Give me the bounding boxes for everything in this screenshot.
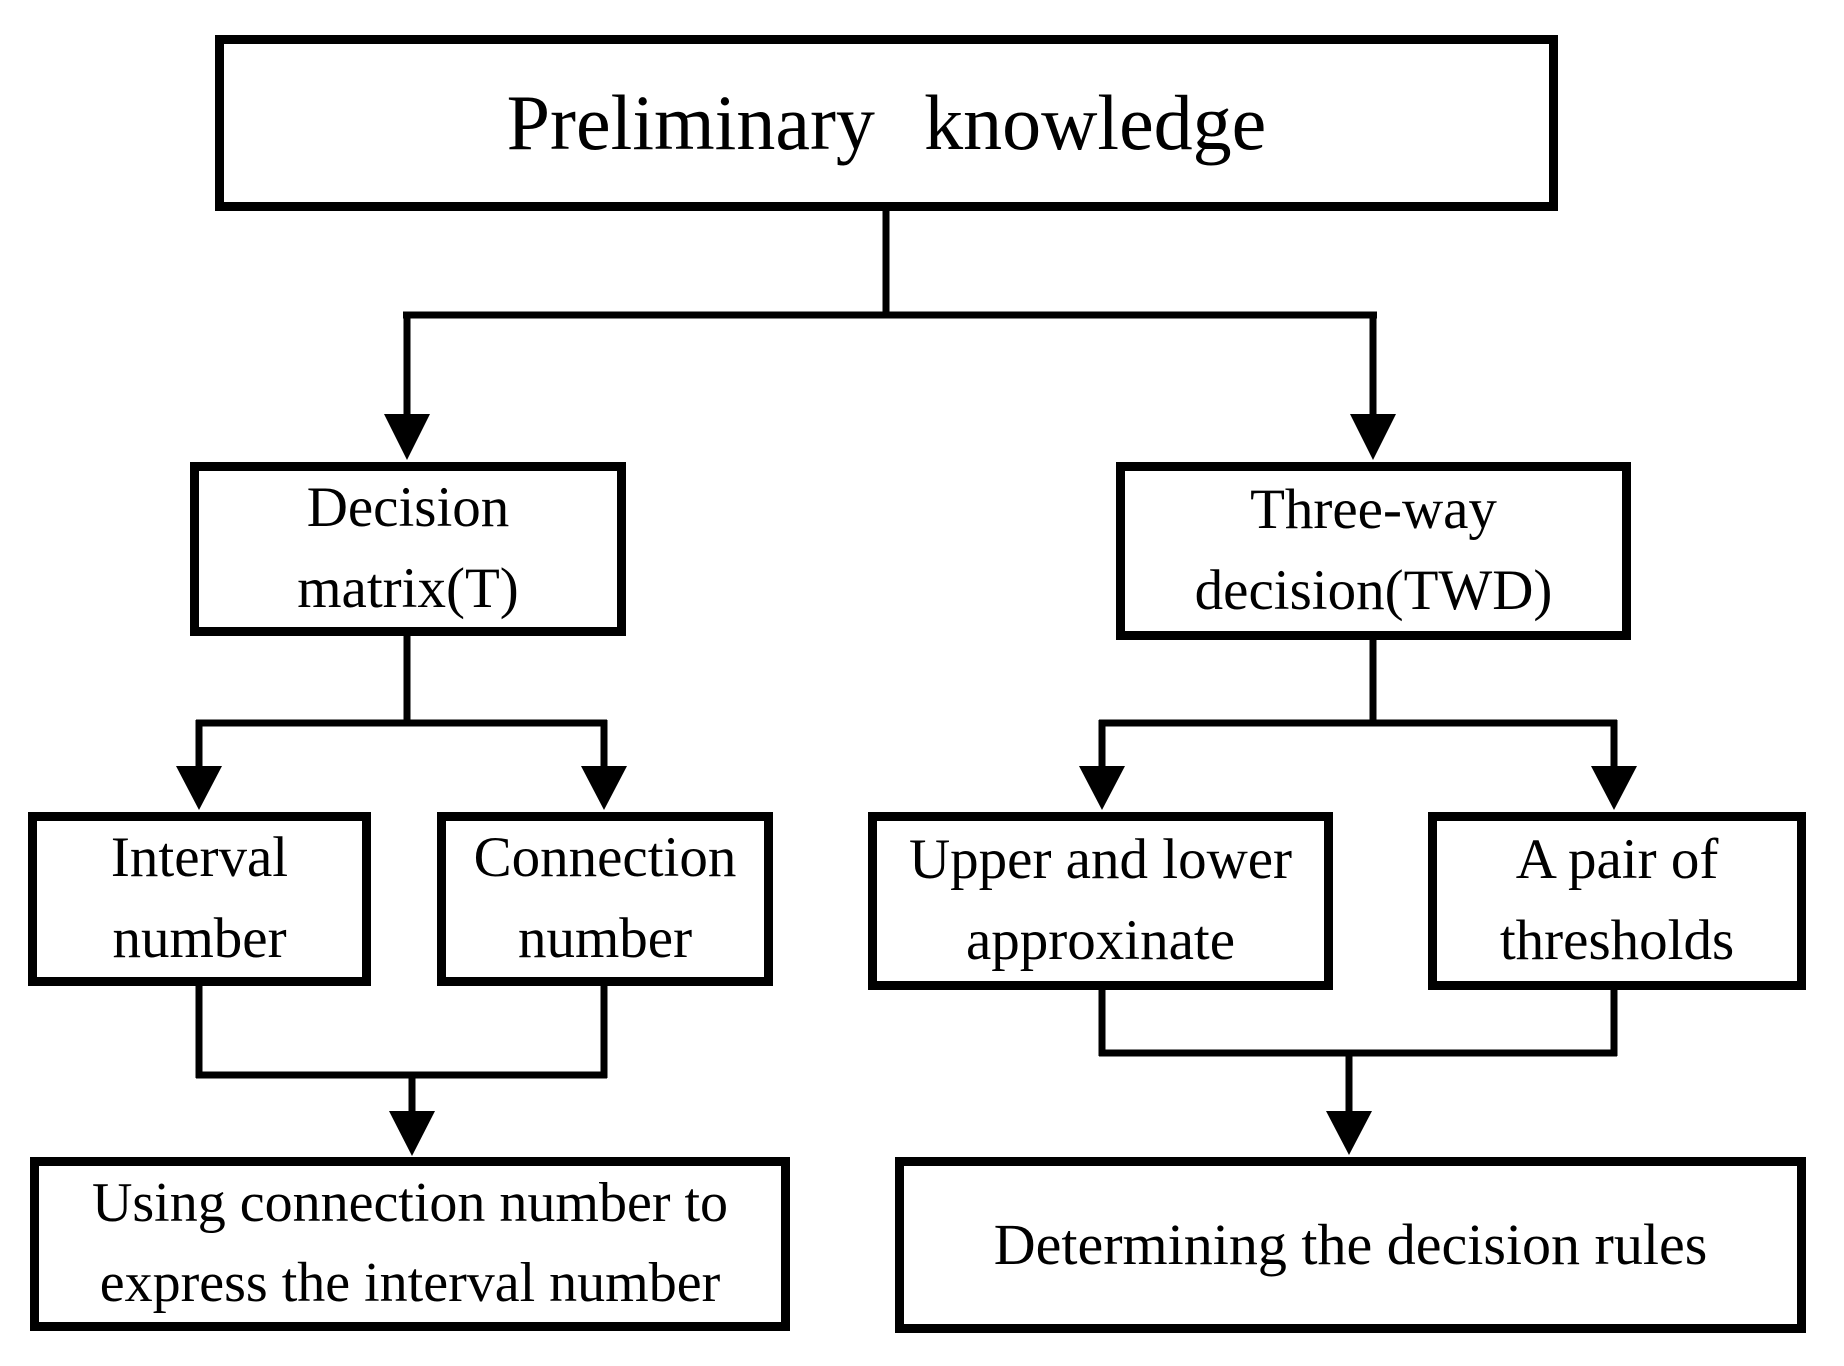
arrowhead-connection: [581, 766, 627, 810]
node-label-line: matrix(T): [297, 557, 519, 620]
node-label: Determining the decision rules: [993, 1211, 1708, 1277]
arrowhead-interval: [176, 766, 222, 810]
node-label-line: number: [517, 907, 693, 970]
node-three-way-decision: Three-way decision(TWD): [1116, 462, 1631, 640]
node-label-line: Decision: [306, 476, 510, 540]
node-label-line: thresholds: [1499, 909, 1735, 972]
node-label-line: Using connection number to: [91, 1172, 729, 1235]
node-upper-lower-approxinate: Upper and lower approxinate: [868, 812, 1333, 990]
node-label-line: approxinate: [965, 909, 1236, 972]
node-decision-matrix: Decision matrix(T): [190, 462, 626, 636]
node-label-line: Three-way: [1250, 478, 1497, 542]
arrowhead-determining: [1326, 1111, 1372, 1155]
node-interval-number: Interval number: [28, 812, 371, 986]
node-label-line: Interval: [110, 826, 289, 890]
arrowhead-twd: [1350, 414, 1396, 460]
node-using-connection-number: Using connection number to express the i…: [30, 1157, 790, 1331]
node-label-line: Connection: [473, 826, 737, 890]
node-preliminary-knowledge: Preliminary knowledge: [215, 35, 1558, 211]
node-label: Preliminary knowledge: [506, 78, 1267, 166]
node-pair-of-thresholds: A pair of thresholds: [1428, 812, 1806, 990]
arrowhead-upperlower: [1079, 766, 1125, 810]
arrowhead-usingconn: [389, 1111, 435, 1156]
node-determining-decision-rules: Determining the decision rules: [895, 1157, 1806, 1333]
node-label-line: decision(TWD): [1194, 559, 1553, 622]
arrowhead-thresholds: [1591, 766, 1637, 810]
node-label-line: number: [112, 907, 287, 970]
node-label-line: A pair of: [1515, 828, 1719, 892]
arrowhead-decision: [384, 414, 430, 460]
node-connection-number: Connection number: [437, 812, 773, 986]
node-label-line: express the interval number: [99, 1252, 721, 1314]
node-label-line: Upper and lower: [908, 828, 1293, 892]
